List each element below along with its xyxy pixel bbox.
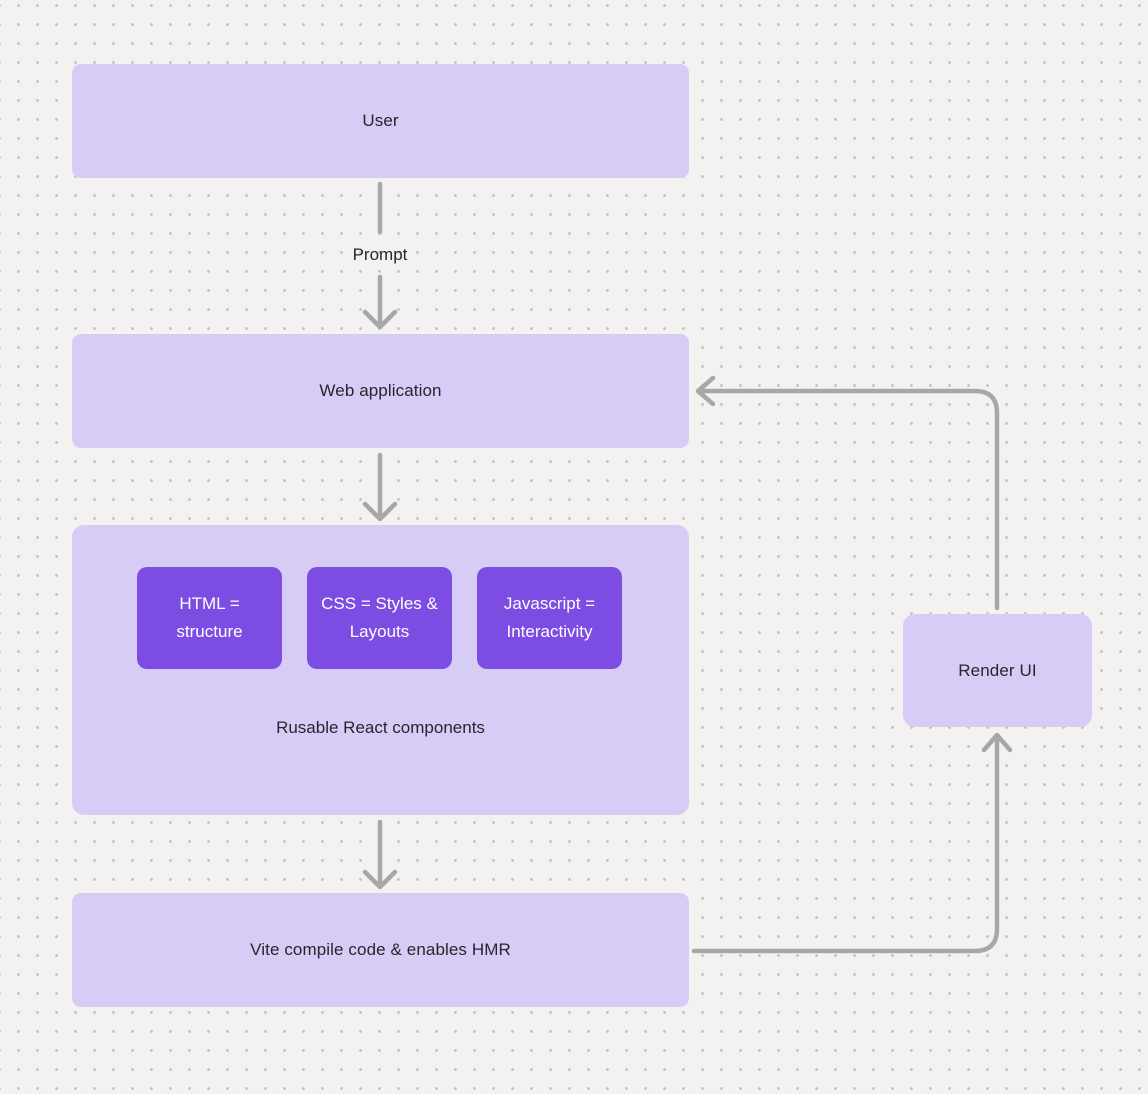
edge-vite-to-renderui [691,733,1000,954]
arrow-down-icon [362,869,398,890]
node-css-label: CSS = Styles & Layouts [321,594,438,641]
node-javascript-label: Javascript = Interactivity [503,594,596,641]
node-vite: Vite compile code & enables HMR [72,893,689,1007]
node-user: User [72,64,689,178]
node-web-application-label: Web application [319,381,442,400]
node-html: HTML = structure [137,567,282,669]
node-html-label: HTML = structure [176,594,243,641]
node-vite-label: Vite compile code & enables HMR [250,940,511,959]
arrow-left-icon [695,375,716,407]
edge-renderui-to-webapp [697,388,1000,611]
node-javascript: Javascript = Interactivity [477,567,622,669]
node-user-label: User [362,111,399,130]
arrow-down-icon [362,309,398,330]
node-render-ui-label: Render UI [958,660,1037,680]
arrow-down-icon [362,501,398,522]
node-css: CSS = Styles & Layouts [307,567,452,669]
arrow-up-icon [981,732,1013,753]
node-render-ui: Render UI [903,614,1092,727]
node-web-application: Web application [72,334,689,448]
edge-label-prompt: Prompt [352,245,408,264]
node-components-label: Rusable React components [276,718,485,737]
